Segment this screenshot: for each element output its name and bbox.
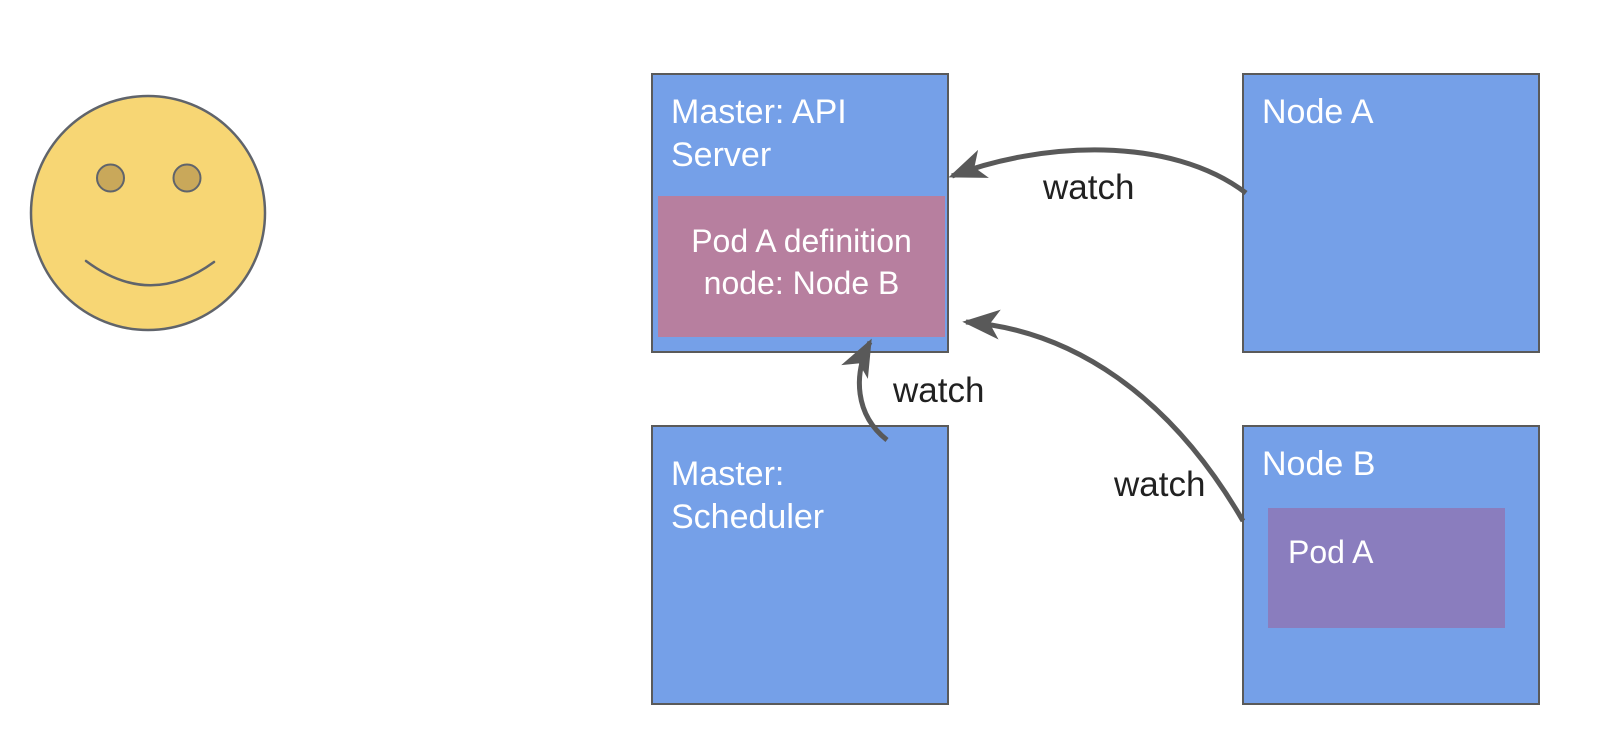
smiley-left-eye (96, 163, 125, 193)
box-pod-a-label: Pod A (1288, 534, 1374, 570)
watch-label-node-b-to-pod-definition: watch (1114, 465, 1206, 504)
smiley-face-circle (29, 94, 267, 332)
box-pod-a-definition: Pod A definition node: Node B (658, 196, 945, 337)
box-node-a: Node A (1242, 73, 1540, 353)
box-node-a-label: Node A (1262, 93, 1374, 131)
box-pod-a: Pod A (1268, 508, 1505, 628)
box-pod-a-definition-label: Pod A definition node: Node B (691, 222, 912, 301)
smiley-right-eye (172, 163, 202, 193)
box-master-api-server-label: Master: API Server (671, 93, 847, 174)
watch-label-scheduler-to-pod-definition: watch (893, 371, 985, 410)
smiley-face-icon (29, 94, 267, 332)
box-master-scheduler-label: Master: Scheduler (671, 455, 825, 536)
box-master-scheduler: Master: Scheduler (651, 425, 949, 705)
smiley-mouth (84, 259, 216, 287)
box-node-b-label: Node B (1262, 445, 1376, 483)
watch-label-node-a-to-api-server: watch (1043, 168, 1135, 207)
